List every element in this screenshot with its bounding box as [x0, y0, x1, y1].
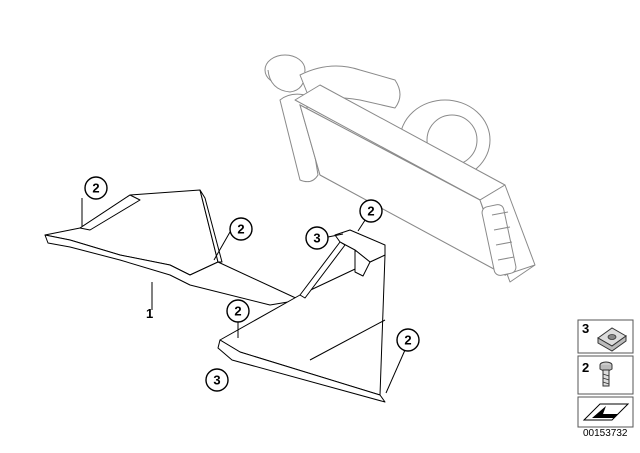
callout-3-lower: 3	[205, 368, 229, 392]
radiator-reference	[264, 54, 536, 283]
air-duct-lower	[217, 229, 386, 403]
callout-text: 2	[367, 204, 374, 219]
legend-label-middle: 2	[582, 360, 589, 375]
callout-text: 3	[213, 373, 220, 388]
callout-2-middle: 2	[229, 217, 253, 241]
callout-text: 2	[92, 181, 99, 196]
leader-lines	[81, 198, 406, 394]
callout-text: 3	[313, 231, 320, 246]
callout-text: 2	[404, 333, 411, 348]
callout-2-top-left: 2	[84, 176, 108, 200]
direction-arrow-icon	[582, 403, 630, 421]
callout-3-upper: 3	[305, 226, 329, 250]
callout-2-lower: 2	[226, 299, 250, 323]
callout-2-upper-right: 2	[359, 199, 383, 223]
air-duct-left	[44, 189, 301, 310]
callout-text: 2	[237, 222, 244, 237]
clip-nut-icon	[597, 327, 627, 352]
callout-text: 2	[234, 304, 241, 319]
document-number: 00153732	[583, 428, 628, 439]
legend-panel: 3 2	[577, 319, 634, 428]
part-label-1: 1	[146, 306, 153, 321]
screw-icon	[599, 361, 613, 387]
callout-2-right: 2	[396, 328, 420, 352]
legend-label-top: 3	[582, 321, 589, 336]
